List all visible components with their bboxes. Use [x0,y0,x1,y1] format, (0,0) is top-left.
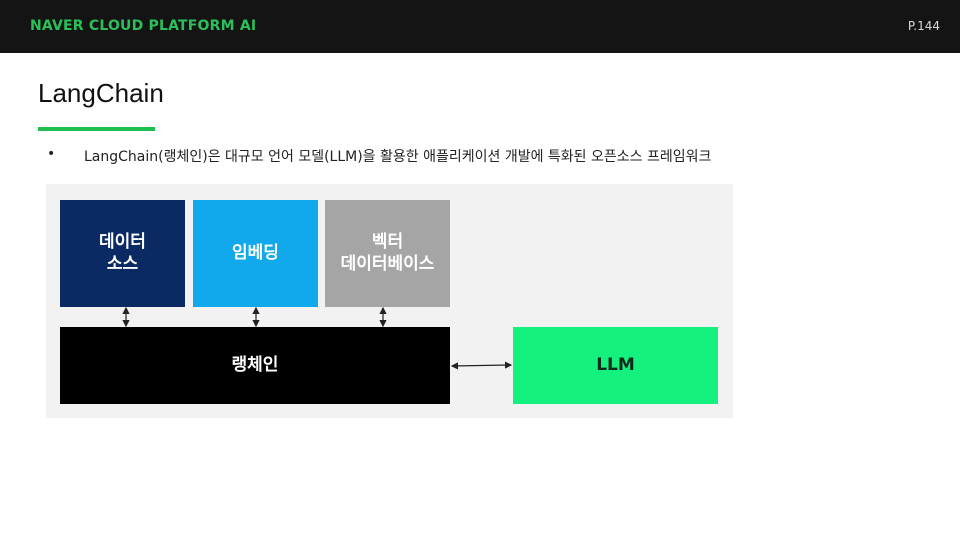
slide-title: LangChain [38,78,164,108]
langchain-diagram: 데이터 소스 임베딩 벡터 데이터베이스 랭체인 LLM [46,184,733,418]
bullet-text: LangChain(랭체인)은 대규모 언어 모델(LLM)을 활용한 애플리케… [84,149,712,165]
vector-db-label-line1: 벡터 [371,232,404,253]
langchain-box: 랭체인 [60,327,450,404]
langchain-label: 랭체인 [231,354,279,375]
data-source-label-line1: 데이터 [99,232,146,253]
embedding-box: 임베딩 [193,200,318,307]
bullet-marker: • [47,146,56,162]
llm-box: LLM [513,327,718,404]
connector-arrows [122,306,513,370]
vector-db-box: 벡터 데이터베이스 [325,200,450,307]
data-source-box: 데이터 소스 [60,200,185,307]
llm-label: LLM [596,354,635,375]
title-underline [38,127,155,131]
page-number: P.144 [907,19,940,33]
embedding-label: 임베딩 [232,242,279,263]
top-bar: NAVER CLOUD PLATFORM AI P.144 [0,0,960,53]
vector-db-label-line2: 데이터베이스 [340,253,435,274]
brand-label: NAVER CLOUD PLATFORM AI [30,18,257,34]
chain-llm-arrow [450,361,513,370]
data-source-label-line2: 소스 [106,253,139,274]
